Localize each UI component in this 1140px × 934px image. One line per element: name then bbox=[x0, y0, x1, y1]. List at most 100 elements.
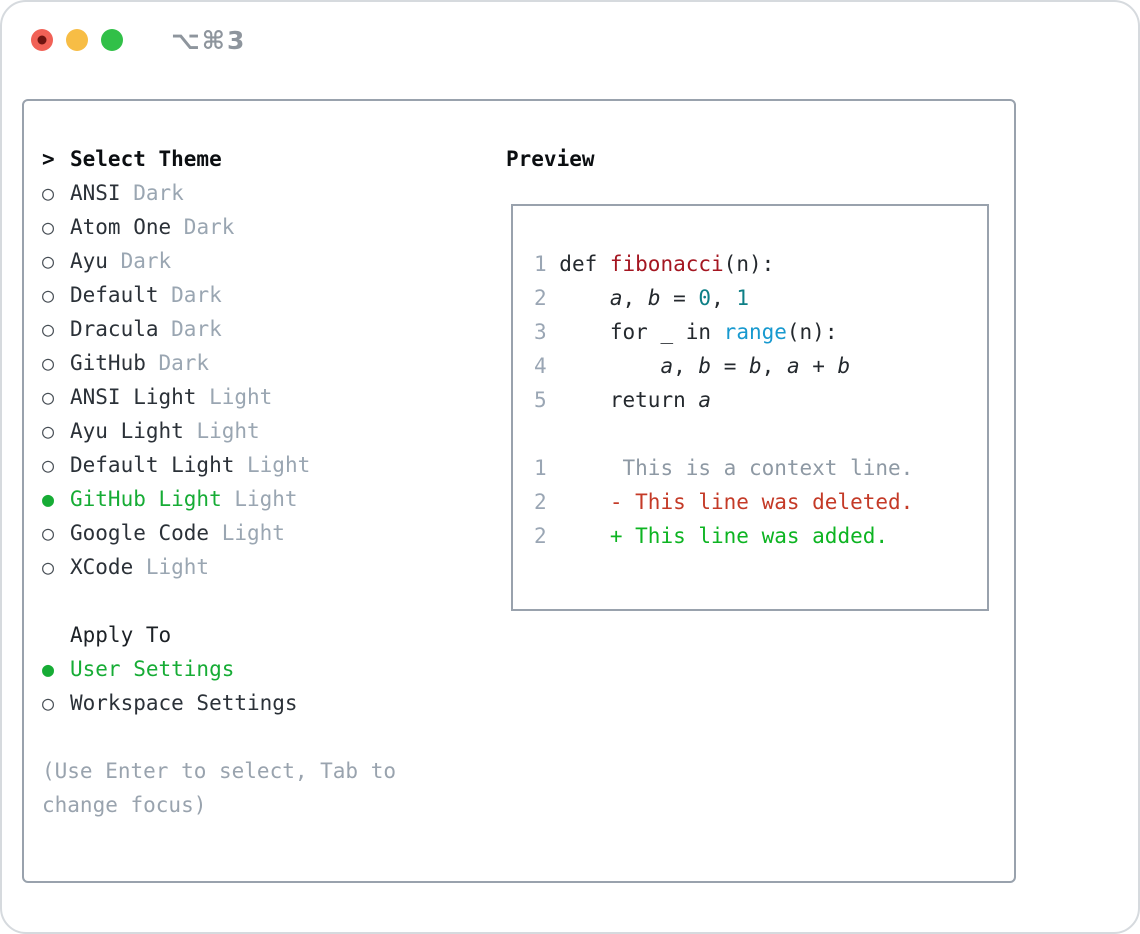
preview-heading: Preview bbox=[506, 147, 595, 171]
radio-off-icon: ○ bbox=[42, 215, 55, 239]
preview-line: 1 def fibonacci(n): bbox=[534, 247, 987, 281]
variant-tag: Dark bbox=[107, 249, 172, 273]
line-number: 4 bbox=[534, 354, 560, 378]
radio-off-icon: ○ bbox=[42, 317, 55, 341]
code-token-del: - This line was deleted. bbox=[609, 490, 914, 514]
line-number: 2 bbox=[534, 524, 560, 548]
option-label: GitHub Light bbox=[70, 487, 222, 511]
option-github[interactable]: ○GitHub Dark bbox=[42, 346, 396, 380]
code-token-d: , bbox=[622, 286, 648, 310]
variant-tag: Light bbox=[196, 385, 273, 409]
preview-line: 1 This is a context line. bbox=[534, 451, 987, 485]
code-token-b: range bbox=[723, 320, 787, 344]
spacer-row bbox=[42, 584, 396, 618]
code-token-d bbox=[559, 354, 660, 378]
code-token-v: b bbox=[749, 354, 762, 378]
radio-off-icon: ○ bbox=[42, 453, 55, 477]
option-label: Dracula bbox=[70, 317, 159, 341]
option-dracula[interactable]: ○ Dracula Dark bbox=[42, 312, 396, 346]
line-number: 2 bbox=[534, 286, 560, 310]
code-token-n: 0 bbox=[698, 286, 712, 310]
option-label: Google Code bbox=[70, 521, 210, 545]
option-user-settings[interactable]: ● User Settings bbox=[42, 652, 396, 686]
code-token-ctx: This is a context line. bbox=[559, 456, 914, 480]
code-token-f: fibonacci bbox=[609, 252, 724, 276]
option-default[interactable]: ○ Default Dark bbox=[42, 278, 396, 312]
theme-list: >Select Theme○ANSI Dark○Atom One Dark○Ay… bbox=[42, 142, 396, 822]
option-xcode[interactable]: ○XCode Light bbox=[42, 550, 396, 584]
option-ansi-light[interactable]: ○ ANSI Light Light bbox=[42, 380, 396, 414]
option-label: Default bbox=[70, 283, 159, 307]
variant-tag: Dark bbox=[158, 317, 222, 341]
option-workspace-settings[interactable]: ○Workspace Settings bbox=[42, 686, 396, 720]
variant-tag: Light bbox=[234, 453, 311, 477]
code-token-v: a bbox=[660, 354, 674, 378]
zoom-button[interactable] bbox=[101, 29, 123, 51]
code-token-d: , bbox=[761, 354, 787, 378]
code-token-v: a bbox=[786, 354, 800, 378]
hint-text: (Use Enter to select, Tab to bbox=[42, 754, 396, 788]
code-token-v: b bbox=[837, 354, 851, 378]
window-title: ⌥⌘3 bbox=[171, 25, 247, 55]
code-token-d: (n): bbox=[786, 320, 838, 344]
variant-tag: Light bbox=[221, 487, 298, 511]
radio-off-icon: ○ bbox=[42, 351, 55, 375]
code-token-d: + bbox=[799, 354, 838, 378]
option-label: Ayu bbox=[70, 249, 108, 273]
option-default-light[interactable]: ○Default Light Light bbox=[42, 448, 396, 482]
option-google-code[interactable]: ○Google Code Light bbox=[42, 516, 396, 550]
line-number: 3 bbox=[534, 320, 560, 344]
close-button[interactable] bbox=[31, 29, 53, 51]
section-label: Apply To bbox=[70, 623, 172, 647]
line-number: 2 bbox=[534, 490, 560, 514]
titlebar: ⌥⌘3 bbox=[31, 25, 247, 55]
code-token-d: for _ in bbox=[559, 320, 724, 344]
variant-tag: Light bbox=[133, 555, 210, 579]
radio-off-icon: ○ bbox=[42, 419, 55, 443]
option-label: Ayu Light bbox=[70, 419, 184, 443]
hint-line: (Use Enter to select, Tab to bbox=[42, 759, 397, 783]
code-token-add: + This line was added. bbox=[609, 524, 889, 548]
radio-off-icon: ○ bbox=[42, 555, 55, 579]
option-github-light[interactable]: ● GitHub Light Light bbox=[42, 482, 396, 516]
preview-line: 2 + This line was added. bbox=[534, 519, 987, 553]
option-atom-one[interactable]: ○Atom One Dark bbox=[42, 210, 396, 244]
radio-on-icon: ● bbox=[42, 657, 55, 681]
code-token-d: = bbox=[660, 286, 699, 310]
radio-on-icon: ● bbox=[42, 487, 55, 511]
theme-picker-panel: >Select Theme○ANSI Dark○Atom One Dark○Ay… bbox=[22, 99, 1016, 883]
variant-tag: Dark bbox=[158, 283, 222, 307]
code-token-d bbox=[559, 490, 610, 514]
hint-line: change focus) bbox=[42, 793, 207, 817]
radio-off-icon: ○ bbox=[42, 283, 55, 307]
option-ansi[interactable]: ○ANSI Dark bbox=[42, 176, 396, 210]
spacer-row bbox=[42, 720, 396, 754]
option-ayu-light[interactable]: ○ Ayu Light Light bbox=[42, 414, 396, 448]
variant-tag: Dark bbox=[120, 181, 184, 205]
marker-spacer bbox=[42, 623, 70, 647]
header-label: Select Theme bbox=[70, 147, 222, 171]
option-label: User Settings bbox=[70, 657, 235, 681]
hint-text: change focus) bbox=[42, 788, 396, 822]
radio-off-icon: ○ bbox=[42, 249, 55, 273]
option-ayu[interactable]: ○ Ayu Dark bbox=[42, 244, 396, 278]
preview-line: 3 for _ in range(n): bbox=[534, 315, 987, 349]
radio-off-icon: ○ bbox=[42, 385, 55, 409]
option-label: Workspace Settings bbox=[70, 691, 298, 715]
prompt-icon: > bbox=[42, 147, 55, 171]
code-token-d bbox=[559, 286, 610, 310]
radio-off-icon: ○ bbox=[42, 181, 55, 205]
preview-line: 4 a, b = b, a + b bbox=[534, 349, 987, 383]
preview-line: 2 - This line was deleted. bbox=[534, 485, 987, 519]
preview-line bbox=[534, 417, 987, 451]
select-theme-header: > Select Theme bbox=[42, 142, 396, 176]
variant-tag: Light bbox=[183, 419, 260, 443]
line-number: 5 bbox=[534, 388, 560, 412]
option-label: ANSI Light bbox=[70, 385, 197, 409]
code-token-d: return bbox=[559, 388, 699, 412]
code-token-v: a bbox=[698, 388, 712, 412]
minimize-button[interactable] bbox=[66, 29, 88, 51]
